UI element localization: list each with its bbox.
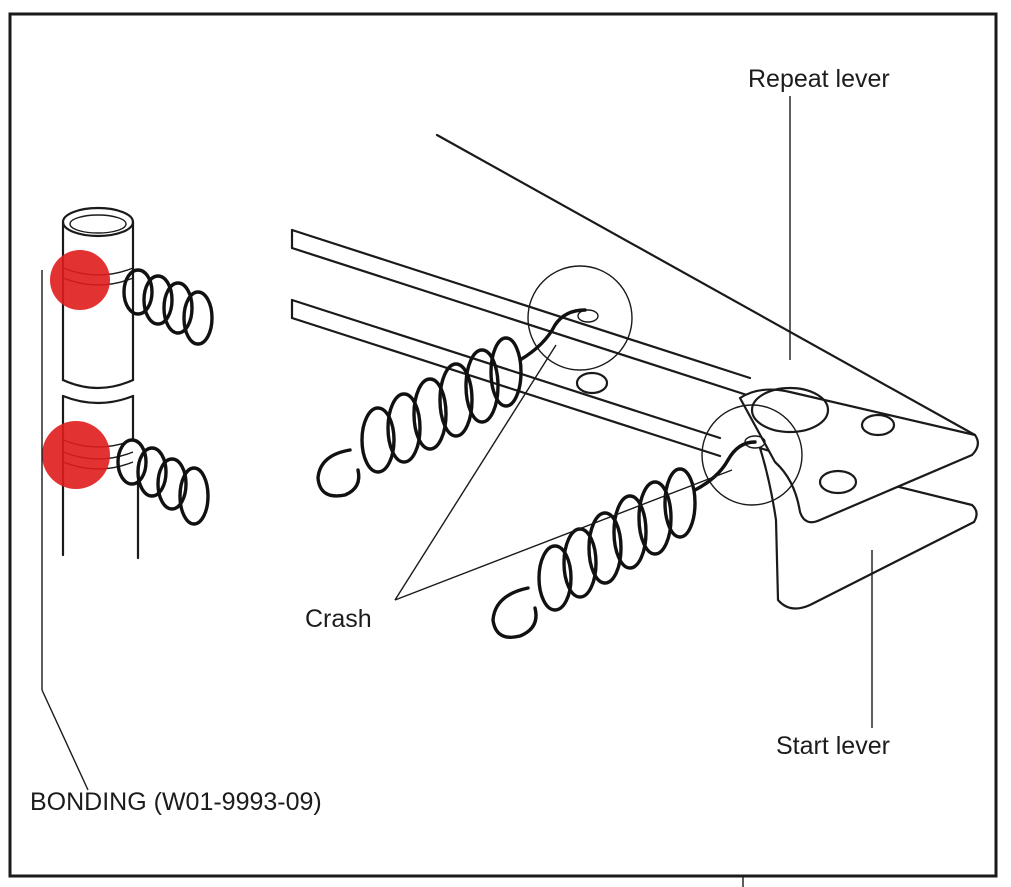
lever-arms (290, 133, 977, 458)
label-start-lever: Start lever (776, 732, 890, 760)
label-bonding: BONDING (W01-9993-09) (30, 788, 322, 816)
label-repeat-lever: Repeat lever (748, 65, 890, 93)
bonding-mark-upper (50, 250, 110, 310)
crash-leader-upper (394, 344, 557, 601)
crash-leader-lower (394, 469, 733, 601)
shaft-spring-upper (122, 268, 214, 346)
crash-circle-lower (701, 404, 803, 506)
repeat-lever-hole-2 (818, 469, 858, 495)
crash-circle-upper (527, 265, 633, 371)
repeat-lever-slot (750, 386, 830, 434)
diagram-frame (8, 12, 998, 878)
shaft-spring-lower (116, 438, 210, 526)
bonding-leader-diag (41, 689, 89, 791)
arm-hole (575, 371, 609, 395)
main-spring-upper (316, 308, 587, 498)
main-spring-lower (491, 440, 757, 639)
label-crash: Crash (305, 605, 372, 633)
repeat-lever-hole-1 (860, 413, 896, 437)
bonding-mark-lower (42, 421, 110, 489)
